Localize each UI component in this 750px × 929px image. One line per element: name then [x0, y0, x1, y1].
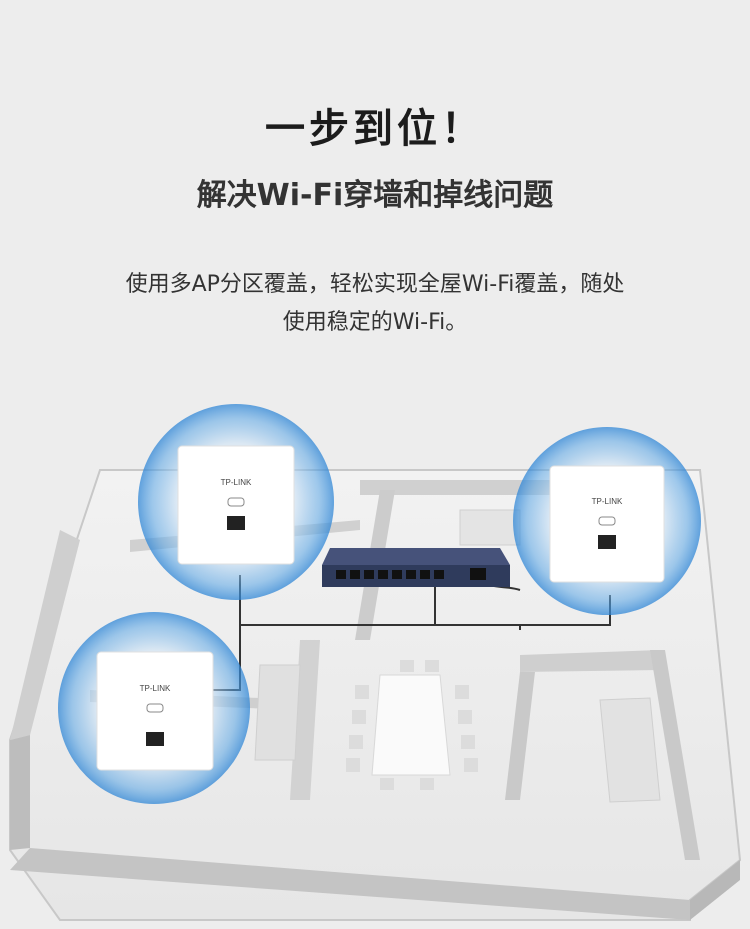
access-point-bottom-left: TP-LINK — [58, 612, 250, 804]
description-line-2: 使用稳定的Wi-Fi。 — [282, 310, 468, 335]
ap-brand-label: TP-LINK — [140, 684, 171, 693]
ap-brand-label: TP-LINK — [592, 497, 623, 506]
access-point-top-left: TP-LINK — [138, 404, 334, 600]
page-title: 一步到位！ — [265, 106, 485, 152]
page-subtitle: 解决Wi-Fi穿墙和掉线问题 — [196, 178, 554, 213]
description: 使用多AP分区覆盖，轻松实现全屋Wi-Fi覆盖，随处 使用稳定的Wi-Fi。 — [70, 266, 680, 342]
network-switch — [322, 548, 510, 587]
description-line-1: 使用多AP分区覆盖，轻松实现全屋Wi-Fi覆盖，随处 — [125, 272, 625, 297]
access-point-top-right: TP-LINK — [513, 427, 701, 615]
house-floorplan-illustration: TP-LINK TP-LINK TP-LINK — [9, 404, 742, 921]
ap-brand-label: TP-LINK — [221, 478, 252, 487]
